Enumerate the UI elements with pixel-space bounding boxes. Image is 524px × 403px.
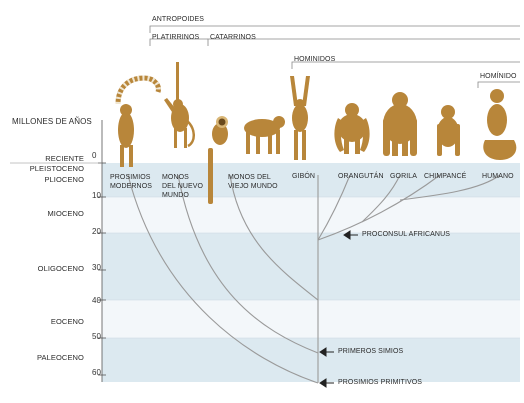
annotation-primeros-simios: PRIMEROS SIMIOS [338,348,404,355]
bracket-platirrinos [149,38,208,46]
epoch-pleistoceno: PLEISTOCENO [29,164,84,173]
bracket-hominido [477,81,520,88]
group-label-antropoides: ANTROPOIDES [152,16,205,23]
species-label-chimpance: CHIMPANCÉ [424,173,467,180]
tick-label-20: 20 [92,227,102,236]
species-label-prosimios: PROSIMIOS MODERNOS [110,174,153,190]
time-axis [10,120,106,382]
species-label-gibon: GIBÓN [292,173,316,180]
axis-title: MILLONES DE AÑOS [12,117,92,126]
gorilla-silhouette-icon [383,92,417,156]
bracket-catarrinos [207,38,520,46]
gibbon-silhouette-icon [290,76,310,160]
annotation-arrows [319,230,358,388]
chimpanzee-silhouette-icon [437,105,460,156]
arrow-prosimios-primitivos-icon [319,378,327,388]
group-label-catarrinos: CATARRINOS [210,34,256,41]
tick-label-10: 10 [92,191,102,200]
band-mioceno [102,197,520,233]
tick-label-60: 60 [92,368,102,377]
species-label-orangutan: ORANGUTÁN [338,173,384,180]
tick-label-30: 30 [92,263,102,272]
quadruped-monkey-silhouette-icon [244,116,285,154]
phylogeny-tree [127,174,501,384]
tick-label-40: 40 [92,296,102,305]
band-eoceno [102,300,520,338]
species-label-gorila: GORILA [390,173,418,180]
epoch-oligoceno: OLIGOCENO [37,264,84,273]
annotation-prosimios-primitivos: PROSIMIOS PRIMITIVOS [338,379,423,386]
epoch-plioceno: PLIOCENO [44,175,84,184]
macaque-silhouette-icon [212,116,228,145]
annotation-proconsul: PROCONSUL AFRICANUS [362,231,450,238]
epoch-mioceno: MIOCENO [47,209,84,218]
orangutan-silhouette-icon [334,103,370,154]
spider-monkey-silhouette-icon [164,62,195,148]
band-paleoceno [102,338,520,382]
tick-label-50: 50 [92,332,102,341]
lemur-silhouette-icon [115,75,161,167]
species-label-nuevo-mundo: MONOS DEL NUEVO MUNDO [162,174,204,199]
human-silhouette-icon [483,89,517,160]
group-label-platirrinos: PLATIRRINOS [152,34,200,41]
band-reciente-plioceno [102,163,520,197]
group-brackets [149,25,520,88]
arrow-primeros-simios-icon [319,347,327,357]
bracket-hominidos [291,61,520,69]
band-oligoceno [102,233,520,300]
group-label-hominidos: HOMINIDOS [294,56,336,63]
species-label-humano: HUMANO [482,173,514,180]
arrow-proconsul-icon [343,230,351,240]
epoch-paleoceno: PALEOCENO [36,353,84,362]
species-label-viejo-mundo: MONOS DEL VIEJO MUNDO [228,174,278,190]
tick-label-0: 0 [92,151,97,160]
group-label-hominido: HOMÍNIDO [480,73,517,80]
bracket-antropoides [149,25,520,33]
epoch-eoceno: EOCENO [50,317,84,326]
tail-silhouette-icon [208,148,213,204]
epoch-reciente: RECIENTE [45,154,84,163]
